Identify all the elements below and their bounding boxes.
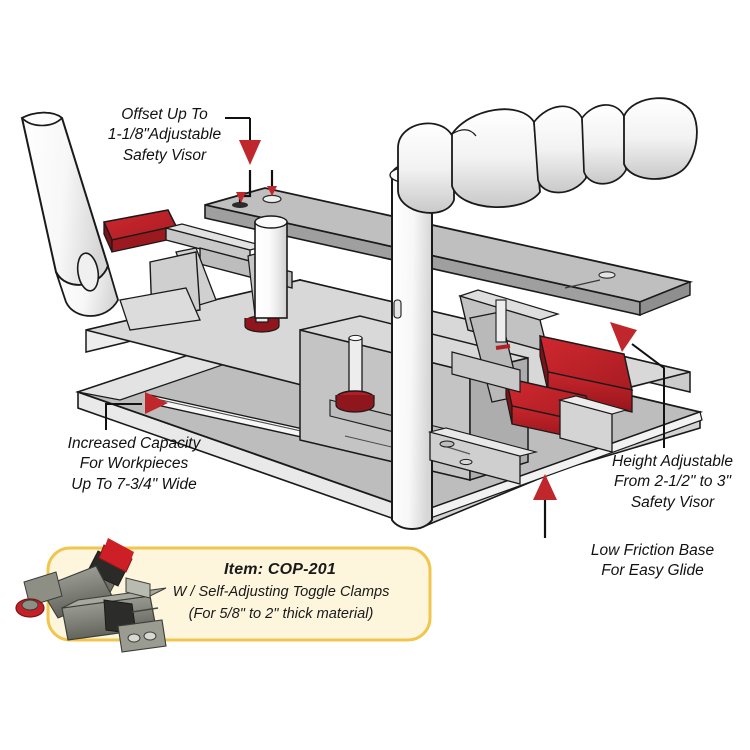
toggle-clamp-photo bbox=[15, 538, 167, 653]
callout-height-leader bbox=[610, 322, 665, 448]
callout-capacity-leader bbox=[105, 392, 168, 430]
callout-friction-leader bbox=[533, 474, 557, 538]
callout-offset-label: Offset Up To 1-1/8"Adjustable Safety Vis… bbox=[107, 106, 222, 164]
front-detail-block bbox=[427, 427, 539, 485]
upper-spindle-center bbox=[254, 215, 288, 319]
product-item-number: Item: COP-201 bbox=[224, 561, 336, 578]
left-handle bbox=[20, 111, 119, 317]
product-description-line-2: (For 5/8" to 2" thick material) bbox=[188, 606, 374, 622]
callout-offset-leader bbox=[225, 117, 277, 203]
callout-height-label: Height Adjustable From 2-1/2" to 3" Safe… bbox=[612, 453, 733, 511]
callout-capacity-label: Increased Capacity For Workpieces Up To … bbox=[67, 435, 201, 493]
vertical-post bbox=[389, 163, 433, 530]
product-description-line-1: W / Self-Adjusting Toggle Clamps bbox=[172, 584, 390, 600]
right-handle-grip bbox=[397, 97, 698, 214]
center-spindle bbox=[335, 334, 375, 413]
right-toggle-clamp bbox=[451, 289, 633, 453]
callout-friction-label: Low Friction Base For Easy Glide bbox=[590, 542, 715, 580]
